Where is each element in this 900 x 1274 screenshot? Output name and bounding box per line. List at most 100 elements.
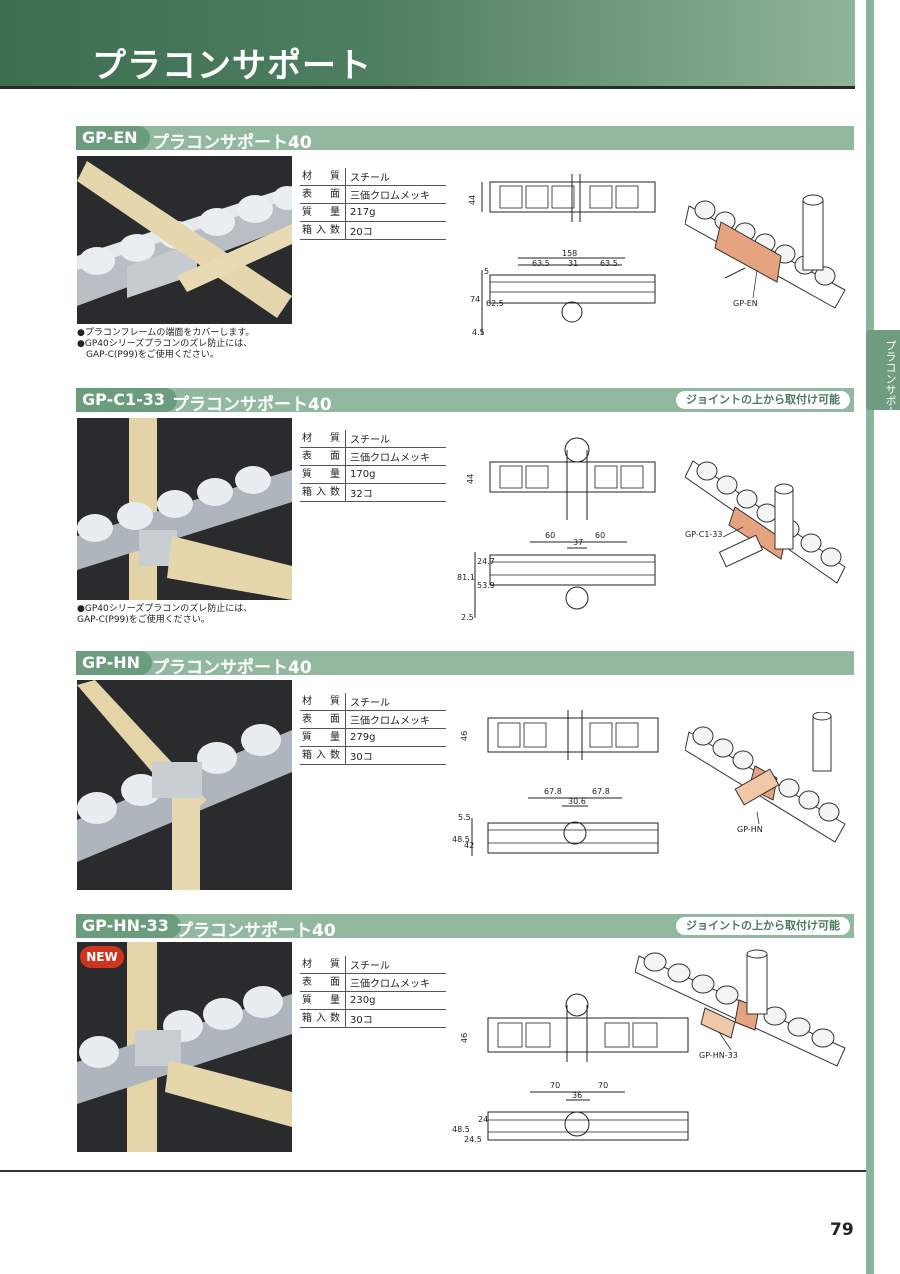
product-code: GP-HN [76,651,152,675]
spec-key: 表 面 [300,974,346,991]
spec-value: 230g [350,995,376,1006]
spec-row: 表 面三価クロムメッキ [300,711,446,729]
dim-label: 70 [550,1081,560,1090]
dim-label: 67.8 [592,787,610,796]
spec-value: スチール [350,698,390,709]
section-bar-gp-en: GP-EN プラコンサポート40 [76,126,854,153]
dim-label: 48.5 [452,835,470,844]
spec-value: 32コ [350,489,373,500]
mount-note-badge: ジョイントの上から取付け可能 [676,917,850,935]
spec-row: 表 面三価クロムメッキ [300,974,446,992]
spec-key: 質 量 [300,466,346,483]
dim-label: 158 [562,249,577,258]
spec-value: 30コ [350,1015,373,1026]
note-line: ●GP40シリーズプラコンのズレ防止には、 [77,604,253,614]
spec-row: 質 量 217g [300,204,446,222]
spec-key: 箱入数 [300,1010,346,1027]
dim-label: 60 [595,531,605,540]
dim-label: 70 [598,1081,608,1090]
technical-drawing-gp-hn-33: 46 70 36 70 48.5 24.5 24 [452,993,689,1144]
product-photo-gp-en [77,156,292,324]
page-header: プラコンサポート [0,0,855,86]
spec-value: 30コ [350,752,373,763]
dim-label: 67.8 [544,787,562,796]
spec-key: 箱入数 [300,222,346,239]
technical-drawing-gp-hn: 46 67.8 30.6 67.8 48.5 42 5.5 [452,710,659,856]
technical-drawing-gp-c1-33: 44 60 37 60 81.1 53.9 24.7 2.5 [457,437,656,622]
spec-key: 箱入数 [300,484,346,501]
product-title: プラコンサポート40 [152,133,312,153]
dim-label: 24.5 [464,1135,482,1144]
spec-key: 表 面 [300,711,346,728]
spec-row: 材 質スチール [300,168,446,186]
product-photo-gp-c1-33 [77,418,292,600]
spec-row: 箱入数 30コ [300,1010,446,1028]
spec-key: 材 質 [300,168,346,185]
spec-key: 質 量 [300,992,346,1009]
spec-key: 表 面 [300,448,346,465]
product-photo-gp-hn [77,680,292,890]
note-line: GAP-C(P99)をご使用ください。 [77,350,219,360]
isometric-drawing-gp-hn: GP-HN [685,712,846,843]
spec-value: 三価クロムメッキ [350,453,430,464]
isometric-drawing-gp-en: GP-EN [685,194,846,309]
note-line: ●プラコンフレームの端面をカバーします。 [77,328,255,338]
section-bar-gp-hn: GP-HN プラコンサポート40 [76,651,854,678]
side-tab[interactable] [866,330,900,410]
page-number: 79 [830,1220,854,1240]
notes-gp-en: ●プラコンフレームの端面をカバーします。 ●GP40シリーズプラコンのズレ防止に… [77,328,254,361]
product-photo-gp-hn-33 [77,942,292,1152]
dim-label: 5 [484,267,489,276]
product-title: プラコンサポート40 [172,395,332,415]
dim-label: 81.1 [457,573,475,582]
spec-row: 表 面三価クロムメッキ [300,186,446,204]
spec-key: 材 質 [300,430,346,447]
spec-value: 217g [350,207,376,218]
spec-row: 質 量 279g [300,729,446,747]
spec-value: スチール [350,961,390,972]
spec-value: 170g [350,469,376,480]
dim-label: 63.5 [600,259,618,268]
dim-label: 44 [466,474,475,484]
dim-label: 36 [572,1091,582,1100]
dim-label: 46 [460,1033,469,1043]
spec-row: 質 量 230g [300,992,446,1010]
spec-value: 279g [350,732,376,743]
mount-note-badge: ジョイントの上から取付け可能 [676,391,850,409]
note-line: ●GP40シリーズプラコンのズレ防止には、 [77,339,253,349]
spec-key: 表 面 [300,186,346,203]
dim-label: 2.5 [461,613,474,622]
section-bar-gp-c1-33: GP-C1-33 プラコンサポート40 ジョイントの上から取付け可能 [76,388,854,415]
spec-row: 表 面三価クロムメッキ [300,448,446,466]
dim-label: 37 [573,538,583,547]
spec-value: 三価クロムメッキ [350,191,430,202]
isometric-drawing-gp-c1-33: GP-C1-33 [685,460,846,584]
product-title: プラコンサポート40 [176,921,336,941]
spec-row: 材 質スチール [300,430,446,448]
dim-label: 4.5 [472,328,485,337]
spec-value: スチール [350,173,390,184]
spec-row: 質 量 170g [300,466,446,484]
dim-label: 63.5 [532,259,550,268]
dim-label: 62.5 [486,299,504,308]
dim-label: 24 [478,1115,488,1124]
product-code: GP-C1-33 [76,388,177,412]
spec-table-gp-en: 材 質スチール 表 面三価クロムメッキ 質 量 217g 箱入数 20コ [300,168,446,240]
dim-label: 44 [468,195,477,205]
section-bar-gp-hn-33: GP-HN-33 プラコンサポート40 ジョイントの上から取付け可能 [76,914,854,941]
product-code: GP-HN-33 [76,914,181,938]
callout-label: GP-C1-33 [685,530,722,539]
dim-label: 46 [460,731,469,741]
spec-value: 20コ [350,227,373,238]
side-tab-label: プラコンサポート [884,340,897,428]
dim-label: 60 [545,531,555,540]
spec-row: 材 質スチール [300,693,446,711]
spec-key: 質 量 [300,729,346,746]
dim-label: 31 [568,259,578,268]
spec-key: 質 量 [300,204,346,221]
dim-label: 24.7 [477,557,495,566]
dim-label: 30.6 [568,797,586,806]
spec-value: 三価クロムメッキ [350,979,430,990]
